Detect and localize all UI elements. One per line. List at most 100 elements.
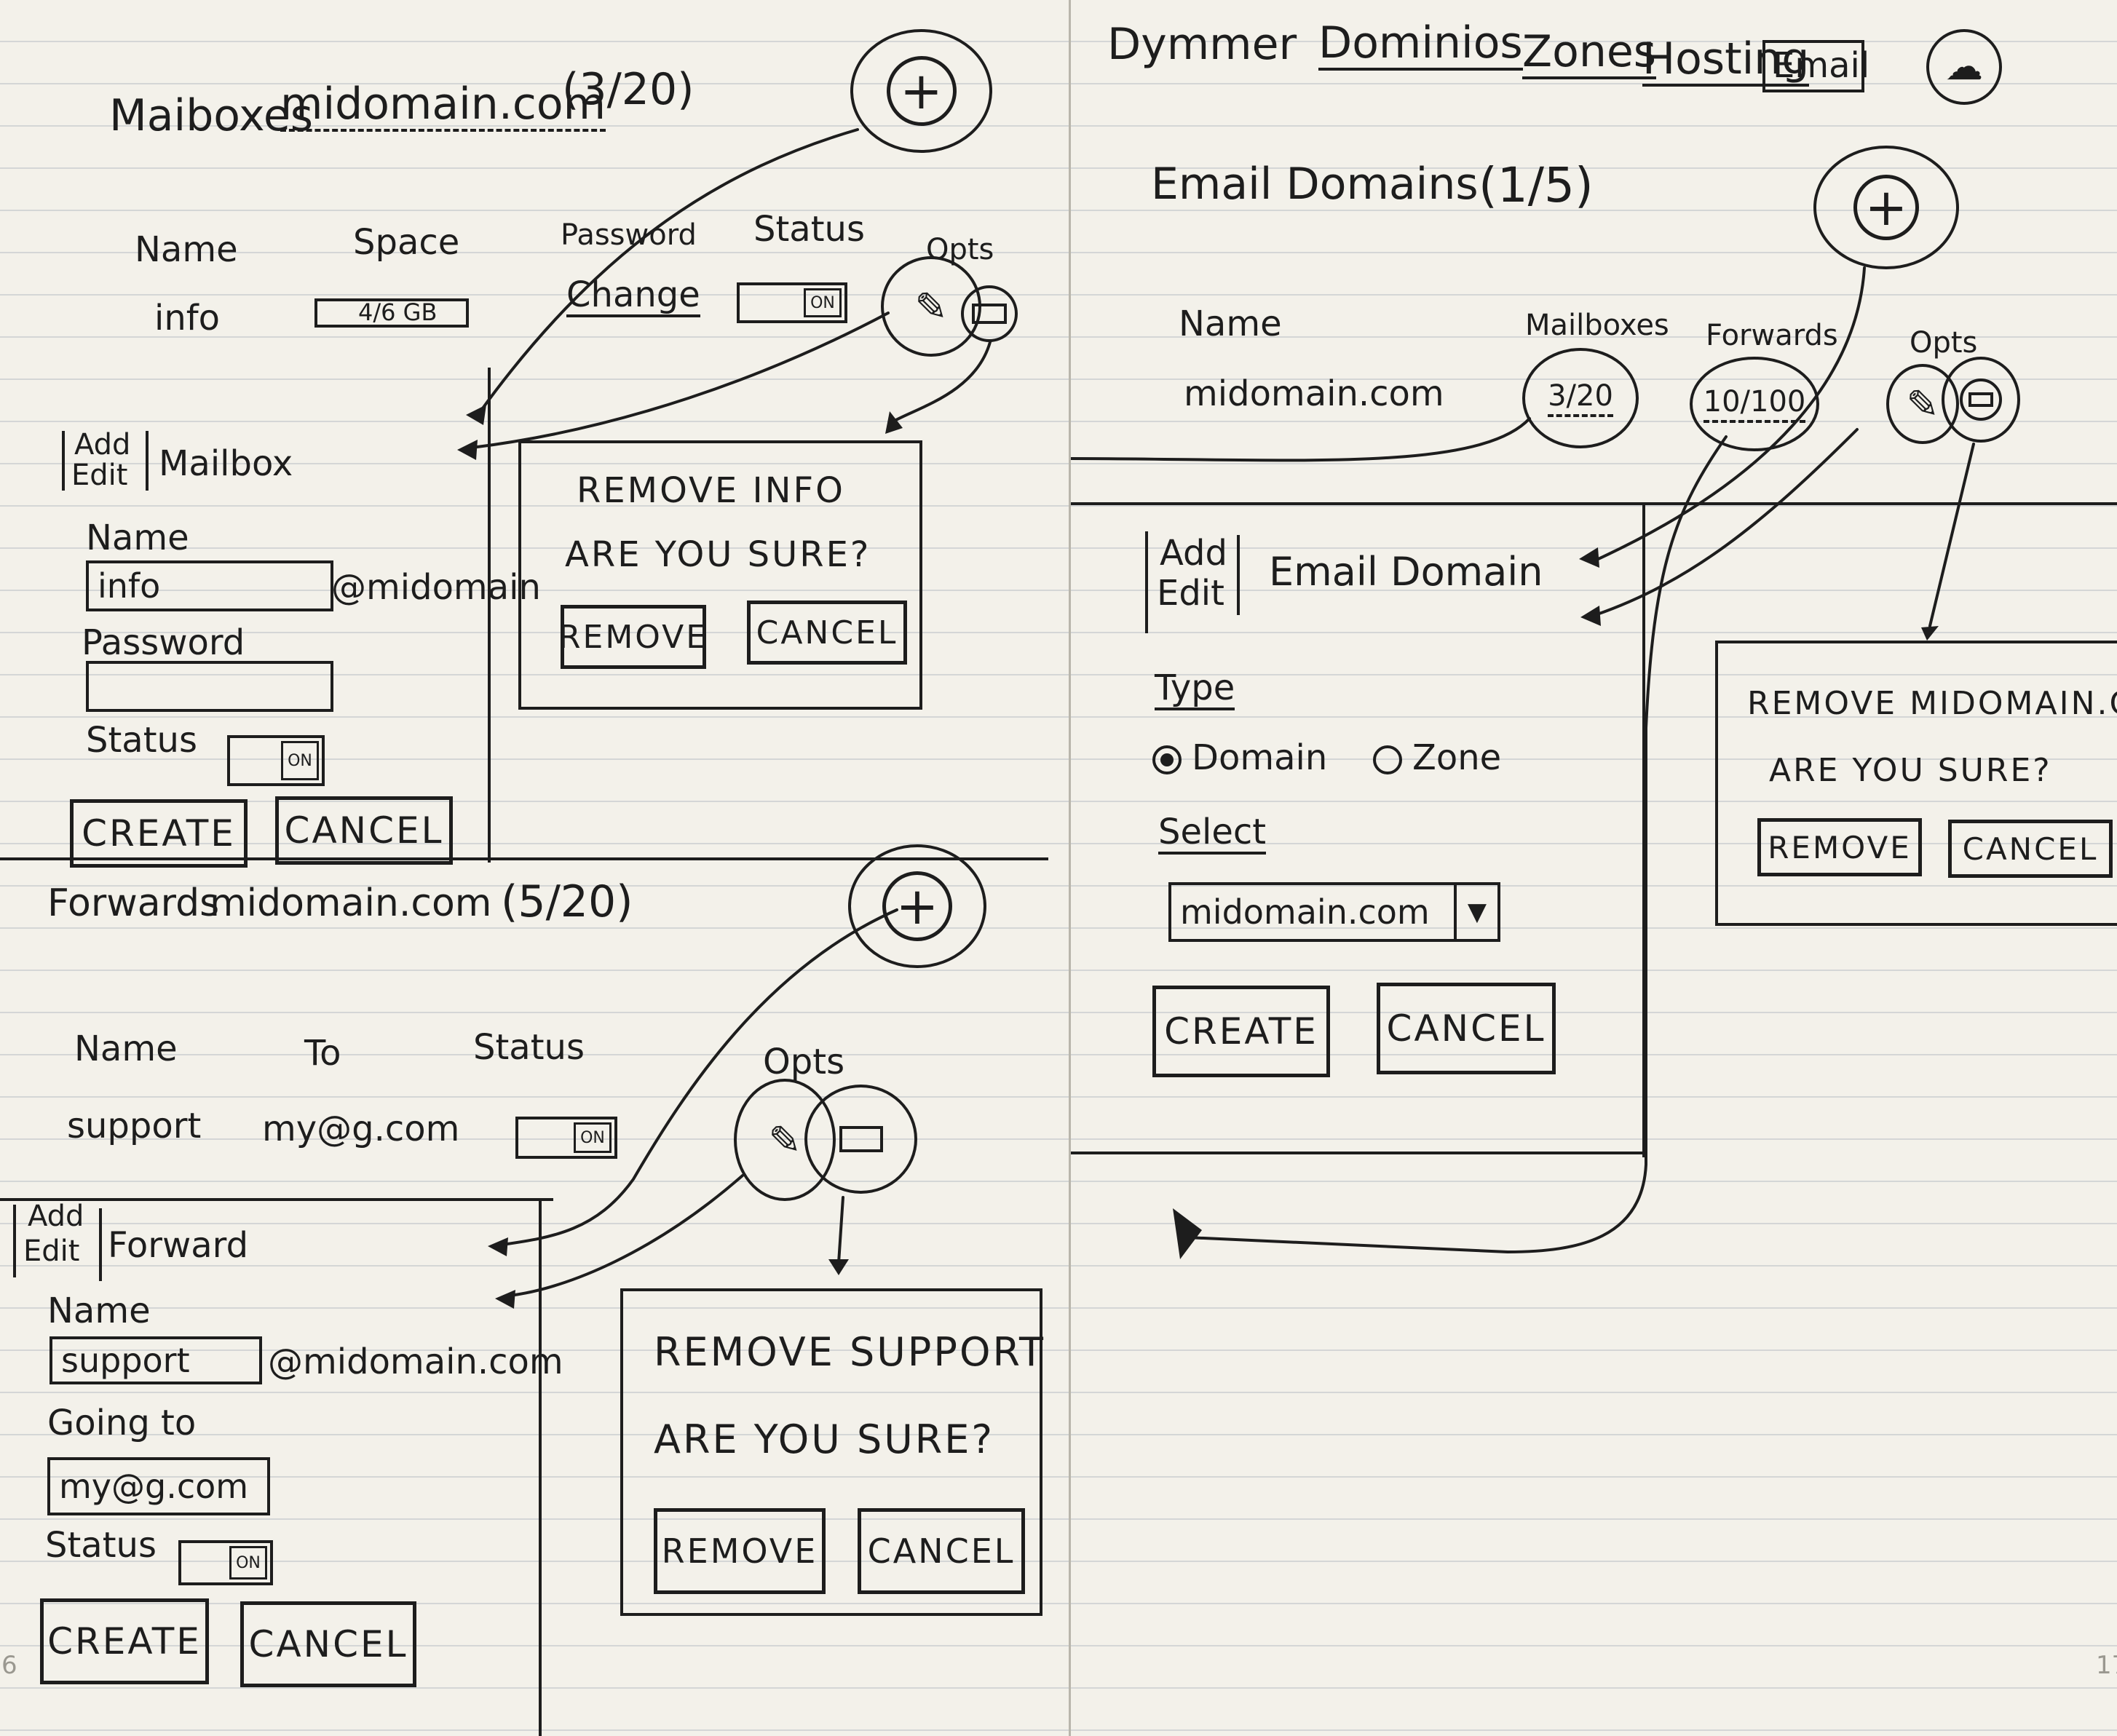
email-domain-create-button[interactable]: CREATE [1152,986,1330,1077]
arrowhead [457,440,478,460]
arrow-remove-to-dialog [890,341,992,424]
forward-status-label: Status [45,1525,157,1566]
mailbox-remove-confirm-button[interactable]: REMOVE [558,605,706,669]
page-number-right: 17 [2096,1651,2117,1680]
mailbox-remove-cancel-button[interactable]: CANCEL [747,601,907,665]
plus-icon: + [1864,178,1908,237]
form-mode-edit[interactable]: Edit [71,459,128,492]
remove-dialog-confirm: ARE YOU SURE? [1769,752,2052,789]
mailbox-create-button[interactable]: CREATE [70,799,248,868]
arrowhead [828,1259,849,1275]
forwards-section-label: Forwards [47,881,220,925]
arrowhead [495,1290,515,1309]
nav-email-active[interactable]: Email [1762,40,1869,92]
forward-name-input[interactable]: support [50,1336,262,1384]
email-domains-count: (1/5) [1479,157,1594,213]
fwd-col-header-opts: Opts [763,1042,845,1082]
user-menu-button[interactable]: ☁ [1926,29,2002,105]
mailbox-remove-button[interactable] [961,285,1018,342]
forward-going-to-label: Going to [47,1403,197,1443]
minus-ring [1960,378,2002,421]
arrowhead [1173,1208,1202,1259]
forward-status-toggle[interactable]: ON [515,1117,617,1159]
mailbox-form-title: Mailbox [159,443,293,484]
minus-box-icon [1968,392,1993,407]
mailboxes-domain[interactable]: midomain.com [280,82,606,132]
forward-remove-cancel-button[interactable]: CANCEL [858,1508,1025,1594]
avatar-icon: ☁ [1945,45,1983,89]
email-domain-mailboxes-link[interactable]: 3/20 [1522,348,1639,448]
arrow-mailboxes-link [1071,417,1531,462]
forward-cancel-button[interactable]: CANCEL [240,1601,416,1687]
email-domain-remove-button[interactable] [1942,357,2020,443]
mailbox-password-change-link[interactable]: Change [566,277,700,318]
forward-create-button[interactable]: CREATE [40,1598,209,1684]
fwd-col-header-to: To [304,1033,341,1074]
arrowhead [466,405,486,425]
radio-unselected-icon [1373,745,1402,774]
email-domain-cancel-button[interactable]: CANCEL [1377,983,1556,1074]
arrow-edit-to-form [1594,428,1859,617]
mailbox-remove-dialog: REMOVE info ARE YOU SURE? REMOVE CANCEL [518,440,922,710]
arrow-add-to-form [479,128,859,413]
remove-dialog-confirm: ARE YOU SURE? [654,1416,995,1462]
email-domain-forwards-link[interactable]: 10/100 [1690,357,1819,451]
col-header-space: Space [353,222,460,263]
form-mode-edit[interactable]: Edit [23,1234,80,1268]
form-mode-edit[interactable]: Edit [1157,573,1224,614]
ed-col-header-forwards: Forwards [1706,319,1838,352]
nav-domains[interactable]: Dominios [1318,20,1523,71]
email-domain-remove-dialog: REMOVE midomain.com ARE YOU SURE? REMOVE… [1715,641,2117,926]
forwards-domain[interactable]: midomain.com [210,881,492,925]
section-divider [1071,502,2117,505]
nav-hosting[interactable]: Hosting [1642,36,1810,87]
form-mode-add[interactable]: Add [28,1200,84,1233]
nav-zones[interactable]: Zones [1522,29,1657,79]
pencil-icon: ✎ [1906,381,1939,427]
forward-remove-button[interactable] [804,1085,917,1194]
remove-dialog-message: REMOVE midomain.com [1747,685,2117,722]
forwards-add-button[interactable]: + [882,871,952,941]
forward-form-status-toggle[interactable]: ON [178,1540,273,1585]
forward-going-to-input[interactable]: my@g.com [47,1457,270,1515]
nav-email-label: Email [1773,45,1870,86]
toggle-on-knob: ON [281,741,319,780]
ed-col-header-mailboxes: Mailboxes [1525,309,1669,342]
minus-box-icon [839,1126,883,1152]
forward-name-suffix: @midomain.com [268,1341,563,1382]
form-mode-add[interactable]: Add [1160,533,1227,574]
mailbox-name-label: Name [86,518,189,558]
forward-name-label: Name [47,1291,151,1331]
mailbox-cancel-button[interactable]: CANCEL [275,796,453,865]
mailboxes-count: (3/20) [562,64,695,115]
forwards-count: (5/20) [501,876,633,927]
form-mode-add[interactable]: Add [74,428,131,461]
email-domain-select[interactable]: midomain.com ▼ [1168,882,1500,942]
forwards-count-value: 10/100 [1703,385,1806,423]
mailbox-form-status-toggle[interactable]: ON [227,735,325,786]
mailbox-status-toggle[interactable]: ON [737,282,847,323]
mailboxes-add-button[interactable]: + [886,56,957,126]
mailbox-name-input[interactable]: info [86,560,333,611]
toggle-on-knob: ON [229,1546,267,1580]
mailboxes-section-label: Maiboxes [109,90,313,141]
plus-icon: + [895,876,939,936]
type-radio-zone[interactable]: Zone [1373,740,1501,776]
type-radio-domain[interactable]: Domain [1152,740,1327,776]
ed-col-header-name: Name [1179,304,1282,344]
triangle-down-icon[interactable]: ▼ [1454,885,1497,939]
mailbox-name-suffix: @midomain [331,567,541,608]
email-domains-add-highlight: + [1813,146,1959,269]
email-domain-edit-button[interactable]: ✎ [1886,364,1959,444]
forward-row-name: support [67,1106,202,1146]
mailbox-password-input[interactable] [86,661,333,712]
remove-dialog-confirm: ARE YOU SURE? [565,534,871,575]
email-domain-remove-cancel-button[interactable]: CANCEL [1948,820,2113,878]
email-domains-add-button[interactable]: + [1853,175,1919,240]
arrow-add-to-form [1594,266,1866,562]
panel-divider [488,368,491,863]
arrow-fwd-remove-to-dialog [837,1196,844,1264]
forward-remove-confirm-button[interactable]: REMOVE [654,1508,826,1594]
email-domain-remove-confirm-button[interactable]: REMOVE [1757,818,1922,876]
arrowhead [1579,547,1599,568]
